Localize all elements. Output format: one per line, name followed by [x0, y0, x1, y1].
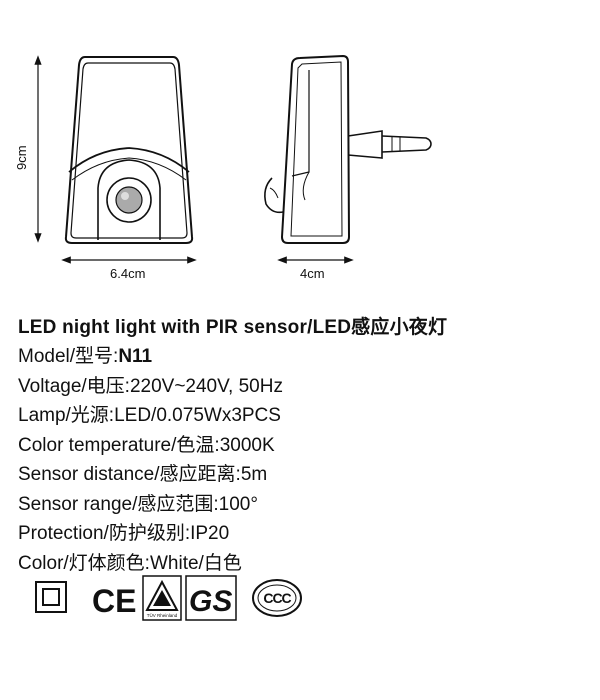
spec-sensor-range: Sensor range/感应范围:100°: [18, 490, 283, 520]
spec-value: N11: [118, 346, 153, 367]
spec-sensor-distance: Sensor distance/感应距离:5m: [18, 460, 283, 490]
side-view: [264, 54, 432, 244]
spec-voltage: Voltage/电压:220V~240V, 50Hz: [18, 372, 283, 402]
spec-model: Model/型号:N11: [18, 342, 283, 372]
height-label: 9cm: [14, 145, 29, 170]
front-view: [64, 56, 194, 244]
ce-mark-icon: CE: [92, 583, 136, 619]
spec-label: Color/灯体颜色:: [18, 552, 150, 574]
svg-text:GS: GS: [189, 585, 232, 618]
class-ii-icon: [35, 581, 67, 613]
spec-color: Color/灯体颜色:White/白色: [18, 549, 283, 579]
ccc-mark-icon: CCC: [252, 579, 302, 617]
gs-mark-icon: GS: [185, 575, 237, 621]
tuv-icon: TÜV Rheinland: [142, 575, 182, 621]
spec-label: Protection/防护级别:: [18, 523, 191, 544]
spec-value: 100°: [218, 493, 258, 515]
product-title: LED night light with PIR sensor/LED感应小夜灯: [18, 317, 448, 338]
product-drawing: [34, 54, 432, 264]
spec-lamp: Lamp/光源:LED/0.075Wx3PCS: [18, 401, 283, 431]
spec-value: LED/0.075Wx3PCS: [114, 405, 281, 426]
spec-label: Sensor distance/感应距离:: [18, 464, 241, 485]
spec-list: Model/型号:N11 Voltage/电压:220V~240V, 50Hz …: [18, 342, 283, 578]
spec-color-temperature: Color temperature/色温:3000K: [18, 431, 283, 461]
svg-text:TÜV Rheinland: TÜV Rheinland: [147, 612, 178, 618]
spec-value: 220V~240V, 50Hz: [129, 375, 283, 397]
spec-label: Voltage/电压:: [18, 375, 130, 397]
spec-protection: Protection/防护级别:IP20: [18, 519, 283, 549]
spec-label: Color temperature/色温:: [18, 434, 220, 456]
depth-label: 4cm: [300, 266, 325, 281]
spec-value: 5m: [240, 464, 268, 485]
spec-value: 3000K: [219, 434, 275, 456]
width-label: 6.4cm: [110, 266, 146, 281]
spec-value: IP20: [190, 523, 230, 544]
svg-text:CCC: CCC: [263, 590, 291, 606]
spec-value: White/白色: [149, 552, 242, 574]
spec-label: Lamp/光源:: [18, 405, 115, 426]
certification-marks: CE TÜV Rheinland GS CCC: [35, 575, 302, 621]
spec-label: Sensor range/感应范围:: [18, 493, 219, 515]
spec-label: Model/型号:: [18, 346, 119, 367]
